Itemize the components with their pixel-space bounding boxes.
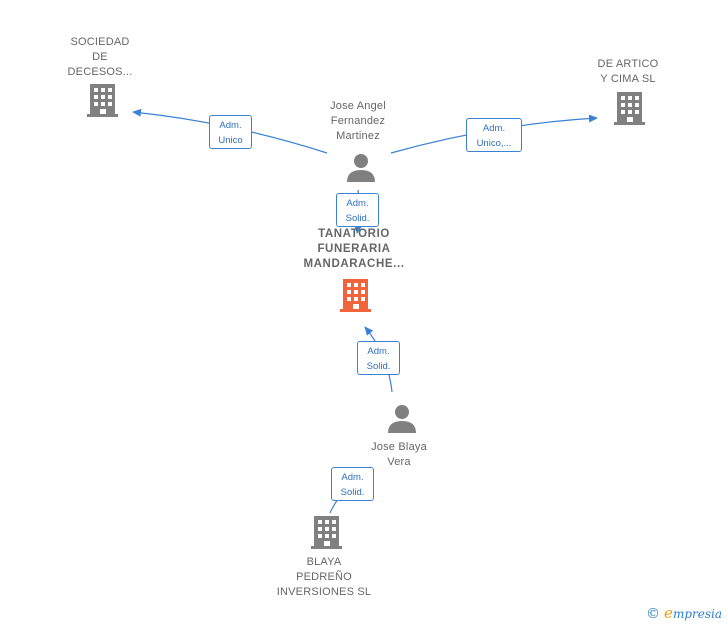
- empresia-logo-initial: e: [664, 604, 673, 622]
- node-label-tanatorio[interactable]: TANATORIO FUNERARIA MANDARACHE...: [303, 228, 405, 270]
- building-icon: [87, 84, 118, 117]
- node-label-jose-blaya[interactable]: Jose Blaya Vera: [371, 441, 427, 468]
- edge-label-adm-unico-more: Adm. Unico,...: [466, 118, 522, 152]
- building-icon: [311, 516, 342, 549]
- edge-label-adm-unico: Adm. Unico: [209, 115, 252, 149]
- node-label-blaya-pedreno[interactable]: BLAYA PEDREÑO INVERSIONES SL: [276, 556, 372, 598]
- empresia-logo-text: mpresia: [672, 607, 722, 621]
- edge-label-adm-solid: Adm. Solid.: [331, 467, 374, 501]
- building-icon: [614, 92, 645, 125]
- copyright-icon: ©: [646, 606, 661, 622]
- node-label-de-artico[interactable]: DE ARTICO Y CIMA SL: [597, 58, 659, 85]
- building-icon-highlighted: [340, 279, 371, 312]
- person-icon: [347, 154, 375, 182]
- empresia-watermark[interactable]: ©empresia: [646, 604, 722, 622]
- edge-label-adm-solid: Adm. Solid.: [336, 193, 379, 227]
- person-icon: [388, 405, 416, 433]
- node-label-sociedad[interactable]: SOCIEDAD DE DECESOS...: [67, 36, 133, 78]
- edge-label-adm-solid: Adm. Solid.: [357, 341, 400, 375]
- node-label-jose-angel[interactable]: Jose Angel Fernandez Martinez: [330, 100, 386, 142]
